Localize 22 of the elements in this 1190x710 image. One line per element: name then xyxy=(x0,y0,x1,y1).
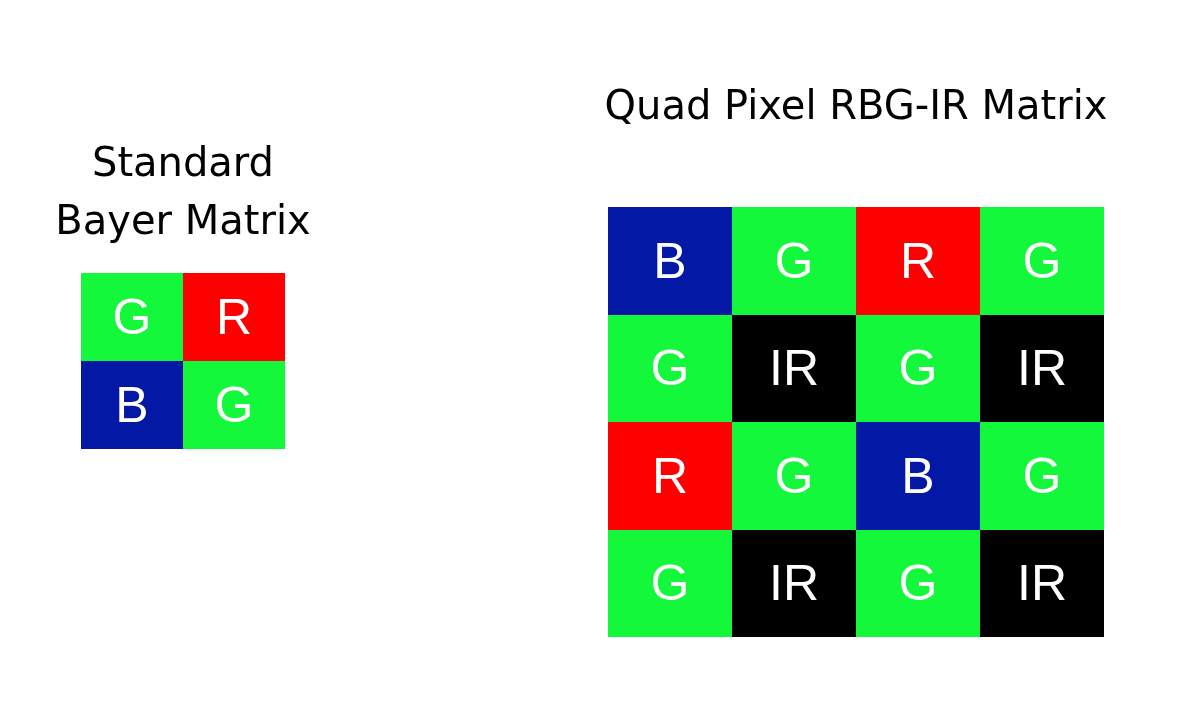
color-filter-pixel: B xyxy=(856,422,980,530)
grid-heading: Quad Pixel RBG-IR Matrix xyxy=(603,81,1109,130)
color-filter-pixel: IR xyxy=(732,529,856,637)
color-filter-pixel: IR xyxy=(980,314,1104,422)
color-filter-pixel: IR xyxy=(732,314,856,422)
color-filter-pixel: R xyxy=(183,273,285,361)
color-filter-pixel: G xyxy=(81,273,183,361)
color-filter-pixel: B xyxy=(81,361,183,449)
color-filter-pixel: IR xyxy=(980,529,1104,637)
color-filter-pixel: R xyxy=(608,422,732,530)
grid-heading: Standard Bayer Matrix xyxy=(54,138,312,245)
color-filter-pixel: G xyxy=(183,361,285,449)
color-filter-pixel: G xyxy=(608,314,732,422)
color-filter-pixel: G xyxy=(980,422,1104,530)
color-filter-pixel: R xyxy=(856,207,980,315)
color-filter-pixel: G xyxy=(608,529,732,637)
color-filter-pixel: G xyxy=(856,529,980,637)
color-filter-pixel: G xyxy=(856,314,980,422)
color-filter-pixel: B xyxy=(608,207,732,315)
color-filter-pixel: G xyxy=(980,207,1104,315)
color-filter-pixel: G xyxy=(732,422,856,530)
color-filter-pixel: G xyxy=(732,207,856,315)
